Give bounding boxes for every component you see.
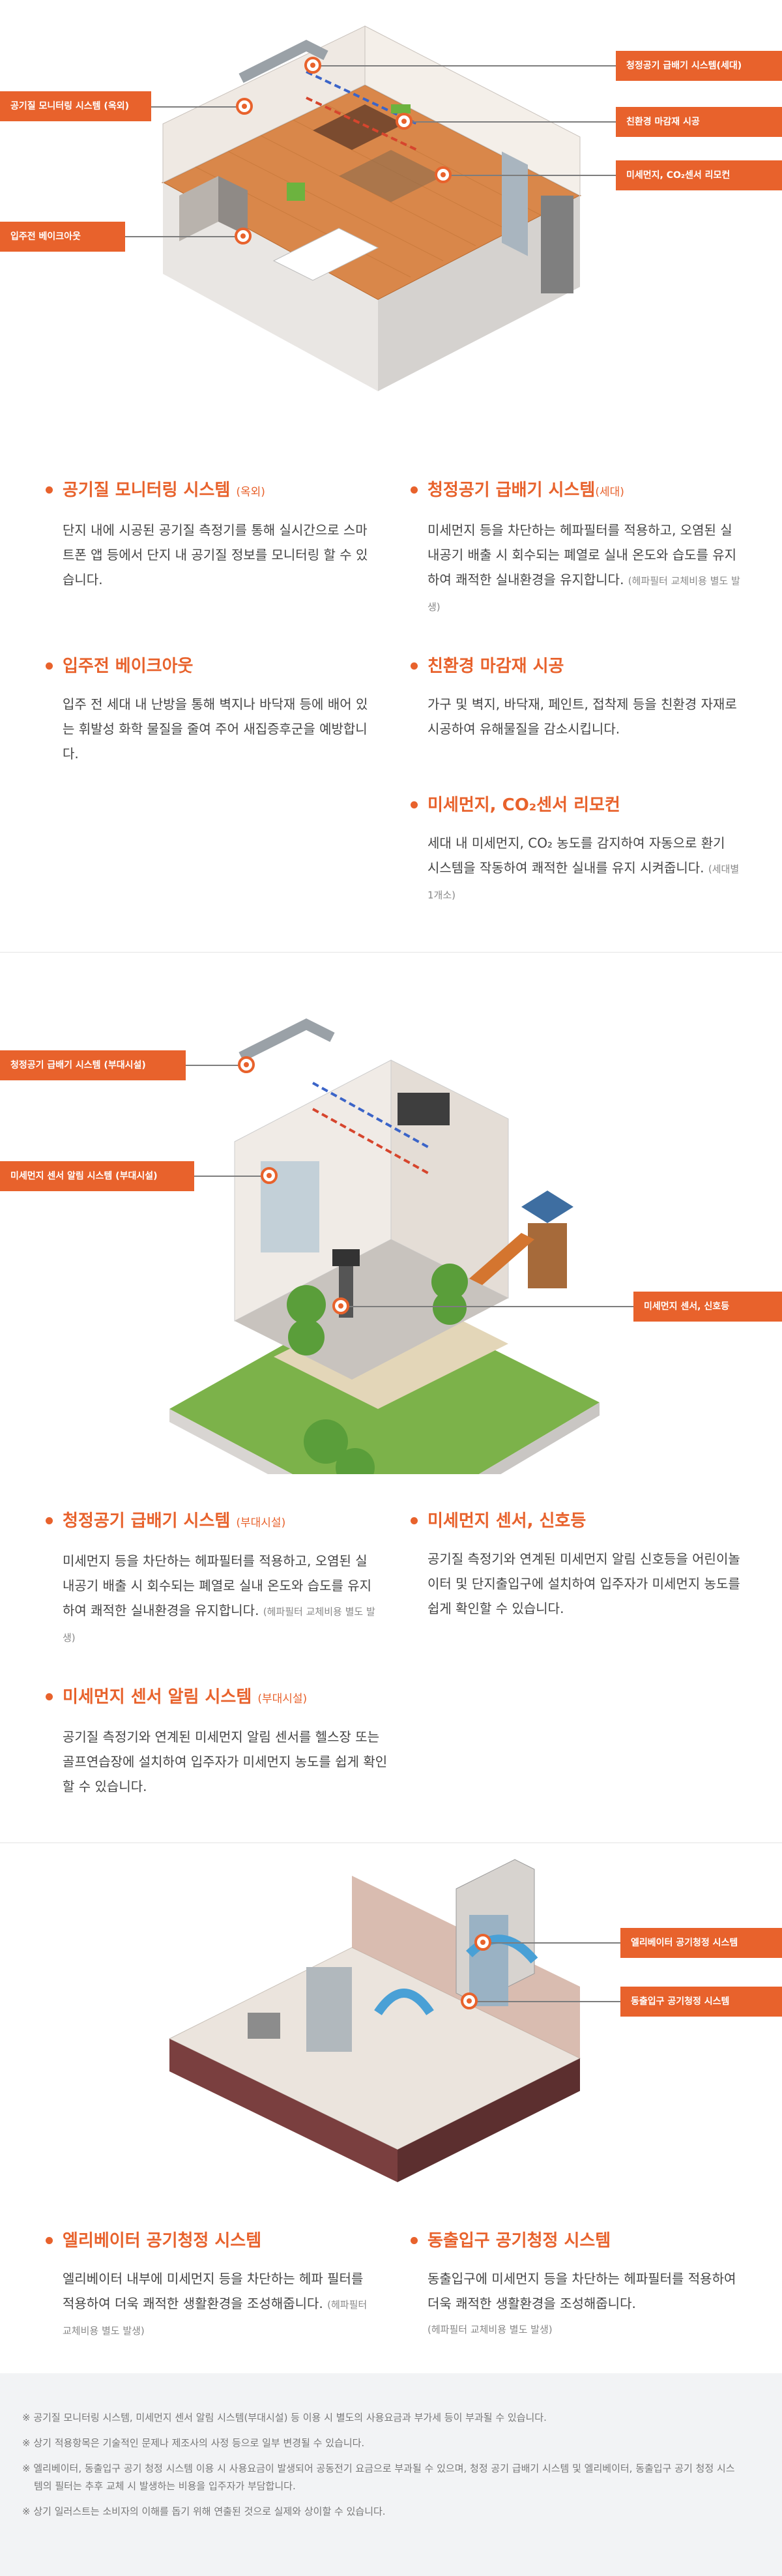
feature-desc: 가구 및 벽지, 바닥재, 페인트, 접착제 등을 친환경 자재로 시공하여 유… xyxy=(427,696,737,737)
feature-air-monitoring: 공기질 모니터링 시스템 (옥외) 단지 내에 시공된 공기질 측정기를 통해 … xyxy=(46,479,384,592)
marker-dot xyxy=(474,1934,491,1951)
leader-line xyxy=(151,106,241,108)
feature-title: 공기질 모니터링 시스템 (옥외) xyxy=(46,479,384,503)
footnote-item: ※ 상기 일러스트는 소비자의 이해를 돕기 위해 연출된 것으로 실제와 상이… xyxy=(22,2506,386,2517)
leader-line xyxy=(186,1065,244,1066)
section-entrance: 엘리베이터 공기청정 시스템 동출입구 공기청정 시스템 엘리베이터 공기청정 … xyxy=(0,1843,782,2371)
leader-line xyxy=(339,1306,633,1307)
feature-title: 미세먼지 센서 알림 시스템 (부대시설) xyxy=(46,1686,384,1710)
leader-line xyxy=(194,1176,267,1177)
leader-line xyxy=(125,236,242,237)
feature-co2-remote: 미세먼지, CO₂센서 리모컨 세대 내 미세먼지, CO₂ 농도를 감지하여 … xyxy=(411,794,749,908)
feature-elevator: 엘리베이터 공기청정 시스템 엘리베이터 내부에 미세먼지 등을 차단하는 헤파… xyxy=(46,2230,384,2343)
marker-dot xyxy=(332,1297,349,1314)
callout-dust-signal: 미세먼지 센서, 신호등 xyxy=(633,1292,782,1322)
section-household: 공기질 모니터링 시스템 (옥외) 청정공기 급배기 시스템(세대) 친환경 마… xyxy=(0,0,782,952)
feature-desc: 동출입구에 미세먼지 등을 차단하는 헤파필터를 적용하여 더욱 쾌적한 생활환… xyxy=(427,2271,736,2335)
feature-title: 친환경 마감재 시공 xyxy=(411,655,749,677)
facility-illustration xyxy=(169,1018,600,1474)
marker-dot xyxy=(304,57,321,74)
marker-dot xyxy=(261,1167,278,1184)
feature-clean-air-household: 청정공기 급배기 시스템(세대) 미세먼지 등을 차단하는 헤파필터를 적용하고… xyxy=(411,479,749,619)
feature-desc: 공기질 측정기와 연계된 미세먼지 알림 신호등을 어린이놀이터 및 단지출입구… xyxy=(427,1551,740,1616)
feature-desc: 공기질 측정기와 연계된 미세먼지 알림 센서를 헬스장 또는 골프연습장에 설… xyxy=(63,1729,388,1794)
callout-eco-finish: 친환경 마감재 시공 xyxy=(616,107,782,137)
callout-co2-remote: 미세먼지, CO₂센서 리모컨 xyxy=(616,160,782,190)
feature-dust-signal: 미세먼지 센서, 신호등 공기질 측정기와 연계된 미세먼지 알림 신호등을 어… xyxy=(411,1510,749,1621)
feature-eco-finish: 친환경 마감재 시공 가구 및 벽지, 바닥재, 페인트, 접착제 등을 친환경… xyxy=(411,655,749,741)
footnotes: ※ 공기질 모니터링 시스템, 미세먼지 센서 알림 시스템(부대시설) 등 이… xyxy=(0,2373,782,2576)
feature-title: 입주전 베이크아웃 xyxy=(46,655,384,677)
feature-desc: 입주 전 세대 내 난방을 통해 벽지나 바닥재 등에 배어 있는 휘발성 화학… xyxy=(63,696,368,762)
leader-line xyxy=(443,175,616,176)
marker-dot xyxy=(435,166,452,183)
leader-line xyxy=(404,121,616,123)
feature-bake-out: 입주전 베이크아웃 입주 전 세대 내 난방을 통해 벽지나 바닥재 등에 배어… xyxy=(46,655,384,766)
footnote-item: ※ 엘리베이터, 동출입구 공기 청정 시스템 이용 시 사용요금이 발생되어 … xyxy=(22,2463,735,2492)
feature-dust-alert-facility: 미세먼지 센서 알림 시스템 (부대시설) 공기질 측정기와 연계된 미세먼지 … xyxy=(46,1686,387,1799)
feature-desc: 단지 내에 시공된 공기질 측정기를 통해 실시간으로 스마트폰 앱 등에서 단… xyxy=(63,522,368,587)
feature-entrance: 동출입구 공기청정 시스템 동출입구에 미세먼지 등을 차단하는 헤파필터를 적… xyxy=(411,2230,749,2342)
footnote-item: ※ 공기질 모니터링 시스템, 미세먼지 센서 알림 시스템(부대시설) 등 이… xyxy=(22,2412,547,2423)
callout-clean-air-household: 청정공기 급배기 시스템(세대) xyxy=(616,51,782,81)
leader-line xyxy=(482,1942,620,1944)
feature-title: 엘리베이터 공기청정 시스템 xyxy=(46,2230,384,2252)
marker-dot xyxy=(236,98,253,115)
marker-dot xyxy=(235,228,252,244)
feature-title: 미세먼지, CO₂센서 리모컨 xyxy=(411,794,749,816)
feature-title: 청정공기 급배기 시스템(세대) xyxy=(411,479,749,503)
callout-clean-air-facility: 청정공기 급배기 시스템 (부대시설) xyxy=(0,1050,186,1080)
feature-desc: 미세먼지 등을 차단하는 헤파필터를 적용하고, 오염된 실내공기 배출 시 회… xyxy=(427,522,740,613)
section-facilities: 청정공기 급배기 시스템 (부대시설) 미세먼지 센서 알림 시스템 (부대시설… xyxy=(0,953,782,1843)
callout-air-monitoring: 공기질 모니터링 시스템 (옥외) xyxy=(0,91,151,121)
feature-desc: 엘리베이터 내부에 미세먼지 등을 차단하는 헤파 필터를 적용하여 더욱 쾌적… xyxy=(63,2271,368,2337)
callout-entrance: 동출입구 공기청정 시스템 xyxy=(620,1987,782,2017)
feature-desc: 미세먼지 등을 차단하는 헤파필터를 적용하고, 오염된 실내공기 배출 시 회… xyxy=(63,1553,375,1644)
feature-title: 청정공기 급배기 시스템 (부대시설) xyxy=(46,1510,384,1534)
elevator-illustration xyxy=(168,1859,581,2182)
leader-line xyxy=(313,65,616,67)
feature-desc: 세대 내 미세먼지, CO₂ 농도를 감지하여 자동으로 환기 시스템을 작동하… xyxy=(427,835,740,901)
section-divider xyxy=(0,952,782,953)
marker-dot xyxy=(461,1992,478,2009)
marker-dot xyxy=(238,1056,255,1073)
feature-title: 동출입구 공기청정 시스템 xyxy=(411,2230,749,2252)
footnote-item: ※ 상기 적용항목은 기술적인 문제나 제조사의 사정 등으로 일부 변경될 수… xyxy=(22,2437,365,2449)
callout-bake-out: 입주전 베이크아웃 xyxy=(0,222,125,252)
leader-line xyxy=(469,2001,620,2002)
feature-clean-air-facility: 청정공기 급배기 시스템 (부대시설) 미세먼지 등을 차단하는 헤파필터를 적… xyxy=(46,1510,384,1650)
feature-title: 미세먼지 센서, 신호등 xyxy=(411,1510,749,1532)
callout-elevator: 엘리베이터 공기청정 시스템 xyxy=(620,1928,782,1958)
marker-dot xyxy=(396,113,413,130)
callout-dust-alert-facility: 미세먼지 센서 알림 시스템 (부대시설) xyxy=(0,1161,194,1191)
